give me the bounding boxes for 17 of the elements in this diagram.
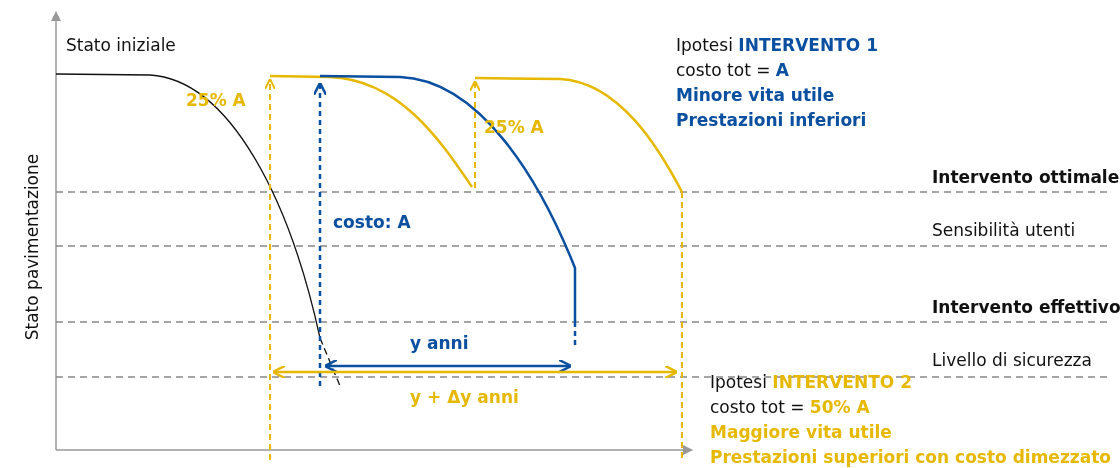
duration-label: y + Δy anni bbox=[410, 386, 519, 408]
cost-total-label: costo tot = 50% A bbox=[710, 396, 870, 418]
state-label: Stato iniziale bbox=[66, 34, 176, 56]
threshold-label: Sensibilità utenti bbox=[932, 219, 1076, 241]
scenario-note: Prestazioni inferiori bbox=[676, 109, 867, 131]
cost-total-label: costo tot = A bbox=[676, 59, 790, 81]
scenario-note: Minore vita utile bbox=[676, 84, 835, 106]
axis-title: Stato pavimentazione bbox=[21, 152, 43, 343]
scenario-heading: Ipotesi INTERVENTO 2 bbox=[710, 371, 912, 393]
threshold-label: Livello di sicurezza bbox=[932, 349, 1092, 371]
threshold-label: Intervento ottimale bbox=[932, 166, 1120, 188]
duration-label: y anni bbox=[410, 332, 469, 354]
scenario-heading: Ipotesi INTERVENTO 1 bbox=[676, 34, 878, 56]
cost-label: costo: A bbox=[333, 211, 411, 233]
threshold-label: Intervento effettivo bbox=[932, 296, 1120, 318]
scenario-note: Maggiore vita utile bbox=[710, 421, 892, 443]
scenario-note: Prestazioni superiori con costo dimezzato bbox=[710, 446, 1111, 468]
